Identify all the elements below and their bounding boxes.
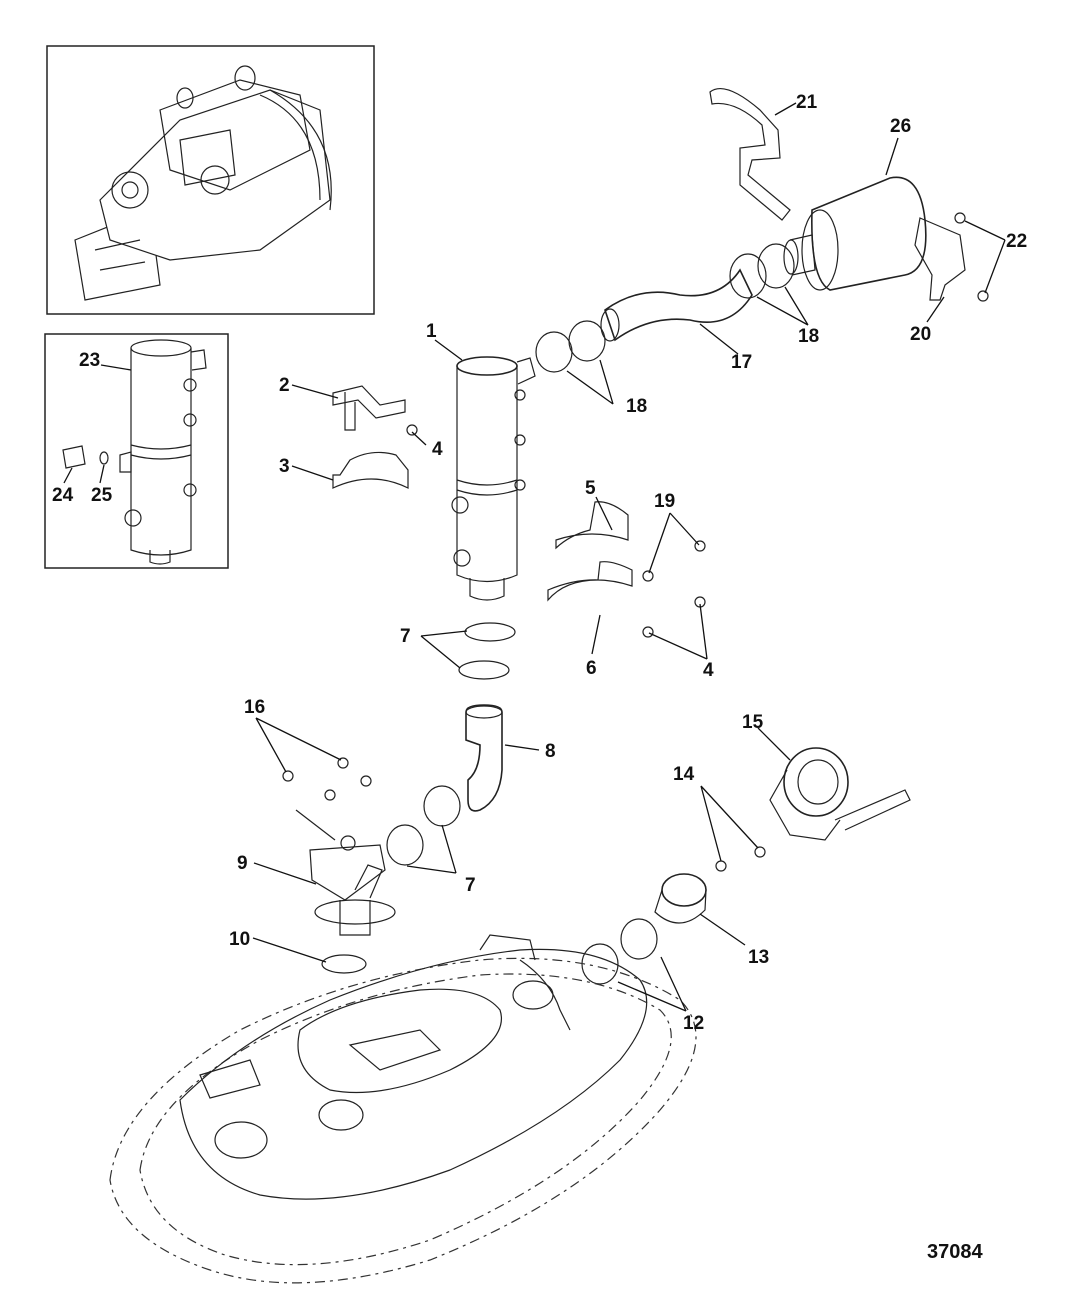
callout-20: 20 [910,324,931,345]
callout-24: 24 [52,485,74,506]
seacock-valve-9 [295,809,396,936]
bracket-20 [914,217,966,301]
callout-18-upper: 18 [798,326,819,347]
bolts-16 [282,757,372,801]
valve-15 [769,747,911,841]
hose-clamps-18-upper [729,243,795,299]
callout-2: 2 [279,375,290,396]
callout-7-lower: 7 [465,875,476,896]
diagram-reference-number: 37084 [927,1241,983,1263]
elbow-hose-8 [465,704,503,812]
gasket-10 [321,954,367,974]
callout-13: 13 [748,947,769,968]
hose-17 [600,268,753,342]
engine-overview-inset [46,45,375,315]
callout-labels: 1 2 3 4 5 6 19 4 7 8 16 7 9 10 12 13 14 … [52,92,1027,1034]
bracket-5-6 [547,501,706,638]
callout-5: 5 [585,478,596,499]
callout-23: 23 [79,350,100,371]
callout-1: 1 [426,321,437,342]
hose-clamps-18-middle [535,320,606,373]
screws-22 [954,212,989,302]
transmission-base-plate [109,934,697,1284]
heat-exchanger-1 [451,356,536,601]
cooler-26 [783,176,927,291]
callout-16: 16 [244,697,265,718]
callout-21: 21 [796,92,818,113]
leader-lines [252,102,1006,1012]
callout-8: 8 [545,741,556,762]
alternate-cooler-inset [44,333,229,569]
callout-26: 26 [890,116,911,137]
callout-3: 3 [279,456,290,477]
hose-clamps-7-upper [458,622,516,680]
bracket-21 [709,88,791,221]
callout-14: 14 [673,764,695,785]
callout-17: 17 [731,352,752,373]
callout-7-upper: 7 [400,626,411,647]
gaskets-12 [581,918,658,985]
callout-18-middle: 18 [626,396,647,417]
callout-10: 10 [229,929,250,950]
callout-25: 25 [91,485,113,506]
hose-clamps-7-lower [386,785,461,866]
callout-4-upper: 4 [432,439,443,460]
callout-9: 9 [237,853,248,874]
callout-15: 15 [742,712,764,733]
callout-4-lower: 4 [703,660,714,681]
callout-6: 6 [586,658,597,679]
fitting-13 [654,873,707,924]
callout-22: 22 [1006,231,1027,252]
callout-12: 12 [683,1013,704,1034]
bracket-2-3 [332,385,418,489]
callout-19: 19 [654,491,675,512]
screws-14 [715,846,766,872]
